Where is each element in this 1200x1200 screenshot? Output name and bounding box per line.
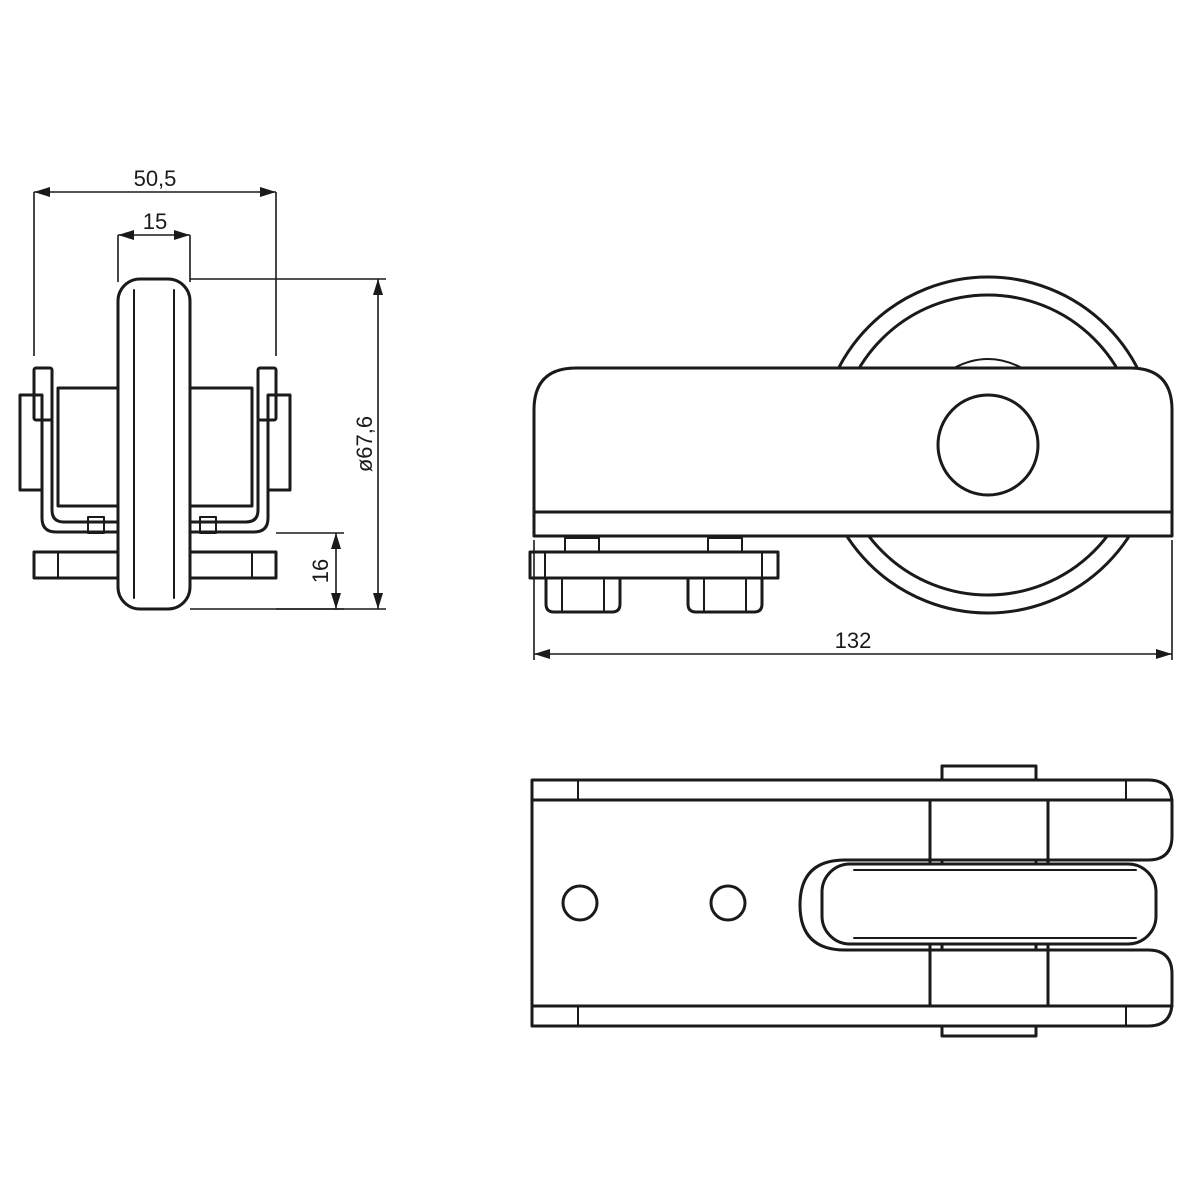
side-view bbox=[528, 275, 1174, 615]
hub-top bbox=[953, 358, 1023, 369]
side-view-dimensions: 132 bbox=[533, 540, 1173, 660]
bolt-stub-left bbox=[87, 516, 105, 534]
side-mounting-plate bbox=[528, 550, 780, 580]
stud-left bbox=[564, 537, 600, 553]
base-strip bbox=[532, 510, 1174, 538]
bracket-body bbox=[532, 366, 1174, 514]
dim-wheel-diameter: ø67,6 bbox=[352, 416, 377, 472]
axle-circle bbox=[936, 393, 1040, 497]
dim-mount-height: 16 bbox=[308, 559, 333, 583]
bolt-stub-right bbox=[199, 516, 217, 534]
front-view bbox=[18, 277, 292, 611]
front-view-dimensions: 50,5 15 ø67,6 16 bbox=[33, 166, 386, 610]
dim-wheel-width: 15 bbox=[143, 209, 167, 234]
top-outline bbox=[530, 778, 1174, 1028]
top-view bbox=[530, 764, 1174, 1038]
dim-overall-length: 132 bbox=[835, 628, 872, 653]
hex-nut-left bbox=[544, 576, 622, 614]
wheel-top bbox=[820, 862, 1158, 946]
hex-nut-right bbox=[686, 576, 764, 614]
left-outer-plate bbox=[18, 393, 44, 492]
stud-right bbox=[707, 537, 743, 553]
wheel-front bbox=[116, 277, 192, 611]
dim-overall-width: 50,5 bbox=[134, 166, 177, 191]
mount-hole-left bbox=[561, 884, 599, 922]
mount-hole-right bbox=[709, 884, 747, 922]
right-outer-plate bbox=[266, 393, 292, 492]
